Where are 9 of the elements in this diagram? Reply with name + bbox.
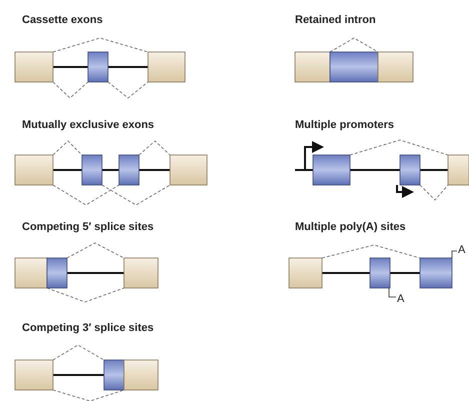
section-heading: Cassette exons <box>22 14 103 26</box>
poly-a-label: A <box>397 293 404 305</box>
section-heading: Multiple promoters <box>295 119 394 131</box>
section-heading: Mutually exclusive exons <box>22 119 154 131</box>
section-heading: Competing 5′ splice sites <box>22 221 154 233</box>
section-heading: Competing 3′ splice sites <box>22 322 154 334</box>
poly-a-label: A <box>458 244 466 256</box>
section-heading: Retained intron <box>295 14 376 26</box>
section-heading: Multiple poly(A) sites <box>295 221 406 233</box>
